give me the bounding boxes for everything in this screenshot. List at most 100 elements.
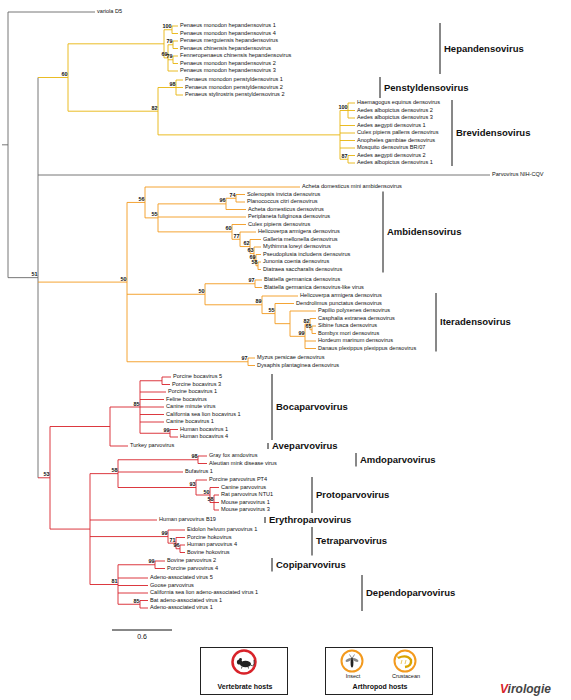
taxon-label: Gray fox amdovirus: [209, 453, 258, 459]
bootstrap-value: 53: [44, 472, 50, 477]
bootstrap-value: 51: [32, 272, 38, 277]
bootstrap-value: 99: [149, 559, 155, 564]
genus-label: Dependoparvovirus: [366, 588, 455, 598]
taxon-label: Porcine hokovirus: [187, 535, 231, 541]
host-icon-ring: [395, 651, 416, 672]
bootstrap-value: 96: [174, 543, 180, 548]
taxon-label: Porcine bocavirus 5: [173, 374, 222, 380]
taxon-label: Aedes albopictus densovirus 3: [357, 115, 433, 121]
bootstrap-value: 50: [199, 288, 205, 293]
taxon-label: Mythimna loreyi densovirus: [263, 244, 331, 250]
taxon-label: Helicoverpa armigera densovirus: [258, 229, 340, 235]
taxon-label: Helicoverpa armigera densovirus: [300, 293, 382, 299]
bootstrap-value: 87: [342, 153, 348, 158]
genus-label: Hepandensovirus: [444, 44, 524, 54]
bootstrap-value: 82: [152, 105, 158, 110]
taxon-label: Porcine parvovirus 4: [167, 566, 218, 572]
taxon-label: Fenneropenaeus chinensis hepandensovirus: [180, 53, 291, 59]
bootstrap-value: 55: [152, 212, 158, 217]
taxon-label: Blattella germanica densovirus: [264, 277, 340, 283]
bootstrap-value: 96: [220, 198, 226, 203]
taxon-label: Solenopsis invicta densovirus: [247, 192, 320, 198]
taxon-label: Bovine hokovirus: [187, 550, 230, 556]
bootstrap-value: 71: [170, 537, 176, 542]
taxon-label: Aleutian mink disease virus: [209, 461, 277, 467]
taxon-label: Galleria mellonella densovirus: [263, 237, 338, 243]
clade-bracket: [380, 77, 381, 98]
taxon-label: Haemagogus equinus densovirus: [357, 100, 440, 106]
scale-bar: [112, 630, 172, 631]
bootstrap-value: 65: [306, 324, 312, 329]
taxon-label: Penaeus monodon hepandensovirus 4: [180, 31, 276, 37]
taxon-label: Parvovirus NIH-CQV: [492, 172, 544, 178]
host-name: Crustacean: [383, 674, 429, 680]
bootstrap-value: 60: [62, 72, 68, 77]
insect-icon: [345, 655, 359, 668]
clade-bracket: [436, 293, 437, 352]
taxon-label: Junonia coenia densovirus: [263, 259, 329, 265]
taxon-label: California sea lion bocavirus 1: [166, 412, 241, 418]
bootstrap-value: 81: [112, 579, 118, 584]
branch-line: [2, 12, 490, 478]
taxon-label: Aedes albopictus densovirus 2: [357, 108, 433, 114]
taxon-label: Papilio polyxenes densovirus: [318, 308, 390, 314]
taxon-label: Penaeus monodon penstyldensovirus 1: [185, 77, 283, 83]
taxon-label: Mouse parvovirus 1: [221, 500, 270, 506]
bootstrap-value: 55: [269, 308, 275, 313]
taxon-label: Human parvovirus B19: [159, 517, 216, 523]
taxon-label: Dysaphis plantaginea densovirus: [257, 363, 339, 369]
taxon-label: variola D5: [97, 9, 122, 15]
taxon-label: Danaus plexippus plexippus densovirus: [318, 346, 416, 352]
taxon-label: Periplaneta fuliginosa densovirus: [248, 214, 330, 220]
taxon-label: Hordeum marinum densovirus: [318, 338, 393, 344]
genus-label: Protoparvovirus: [316, 490, 389, 500]
legend-box: InsectCrustaceanArthropod hosts: [325, 647, 433, 695]
taxon-label: Pseudoplusia includens densovirus: [263, 252, 350, 258]
taxon-label: Planococcus citri densovirus: [247, 199, 318, 205]
host-heading: Vertebrate hosts: [201, 683, 289, 690]
taxon-label: Turkey parvovirus: [130, 443, 174, 449]
clade-bracket: [383, 192, 384, 273]
clade-bracket: [268, 443, 269, 449]
taxon-label: Culex pipiens pallens densovirus: [357, 130, 438, 136]
legend-box: Vertebrate hosts: [200, 647, 288, 695]
taxon-label: Penaeus monodon penstyldensovirus 2: [185, 85, 283, 91]
clade-bracket: [312, 527, 313, 556]
genus-label: Aveparvovirus: [272, 441, 338, 451]
clade-bracket: [312, 477, 313, 513]
bootstrap-value: 99: [164, 427, 170, 432]
taxon-label: Bovine parvovirus 2: [167, 558, 216, 564]
genus-label: Tetraparvovirus: [316, 537, 387, 547]
bootstrap-value: 98: [192, 454, 198, 459]
taxon-label: Sibine fusca densovirus: [318, 323, 377, 329]
crustacean-icon: [396, 654, 411, 667]
genus-label: Penstyldensovirus: [384, 83, 468, 93]
bootstrap-value: 77: [234, 233, 240, 238]
clade-bracket: [356, 453, 357, 467]
bootstrap-value: 85: [134, 598, 140, 603]
taxon-label: Mosquito densovirus BR/07: [357, 145, 425, 151]
bootstrap-value: 69: [250, 254, 256, 259]
mouse-icon: [237, 658, 254, 669]
bootstrap-value: 99: [299, 330, 305, 335]
taxon-label: Penaeus monodon hepandensovirus 1: [180, 23, 276, 29]
taxon-label: Aedes albopictus densovirus 1: [357, 160, 433, 166]
bootstrap-value: 50: [204, 489, 210, 494]
genus-label: Iteradensovirus: [440, 318, 511, 328]
bootstrap-value: 58: [252, 260, 258, 265]
taxon-label: Porcine bocavirus 3: [172, 382, 221, 388]
bootstrap-value: 99: [162, 531, 168, 536]
genus-label: Amdoparvovirus: [360, 455, 436, 465]
bootstrap-value: 85: [134, 401, 140, 406]
taxon-label: Porcine parvovirus PT4: [209, 477, 267, 483]
bootstrap-value: 93: [190, 482, 196, 487]
taxon-label: Adeno-associated virus 5: [150, 575, 213, 581]
taxon-label: Goose parvovirus: [150, 583, 194, 589]
branch-line: [38, 26, 355, 163]
genus-label: Bocaparvovirus: [276, 402, 348, 412]
bootstrap-value: 50: [121, 276, 127, 281]
taxon-label: Canine bocavirus 1: [166, 419, 214, 425]
